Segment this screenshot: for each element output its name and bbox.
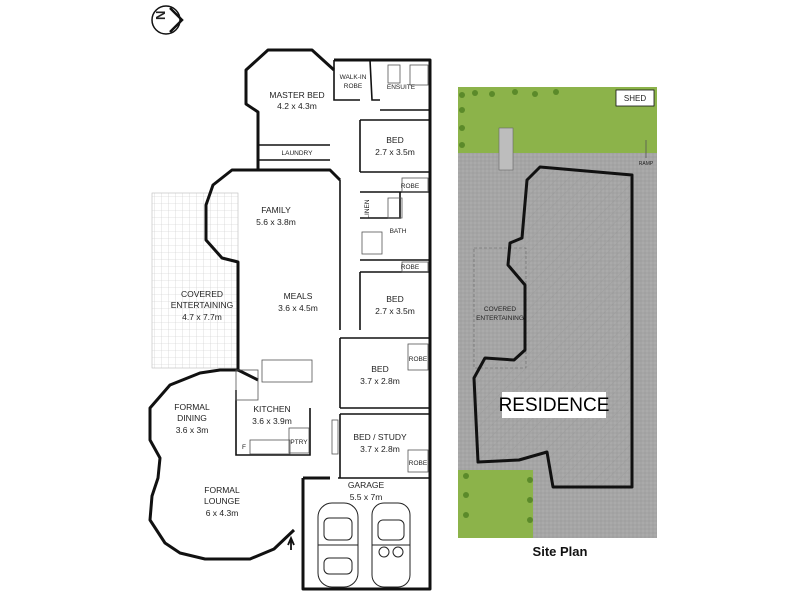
room-master-bed-name: MASTER BED — [269, 90, 324, 100]
room-robe-2-name: ROBE — [401, 264, 420, 271]
car-icon-right — [371, 502, 411, 588]
interior-walls — [235, 59, 430, 479]
room-family-name: FAMILY — [261, 205, 291, 215]
residence-label: RESIDENCE — [499, 395, 610, 416]
north-label: N — [153, 11, 168, 20]
car-icon-left — [317, 502, 359, 588]
room-bed-study-dim: 3.7 x 2.8m — [360, 444, 400, 454]
room-garage-dim: 5.5 x 7m — [350, 492, 383, 502]
site-lawn-bottom — [458, 470, 533, 538]
room-family-dim: 5.6 x 3.8m — [256, 217, 296, 227]
room-kitchen-name: KITCHEN — [253, 404, 290, 414]
room-formal-lounge-dim: 6 x 4.3m — [206, 508, 239, 518]
room-laundry-name: LAUNDRY — [282, 150, 314, 157]
room-meals-name: MEALS — [284, 291, 313, 301]
room-bed-1-name: BED — [386, 135, 403, 145]
fixtures — [235, 64, 429, 473]
room-formal-lounge-name2: LOUNGE — [204, 496, 240, 506]
site-covered-label: COVERED — [484, 306, 516, 313]
room-kitchen-dim: 3.6 x 3.9m — [252, 416, 292, 426]
room-formal-dining-name2: DINING — [177, 413, 207, 423]
north-arrow-icon: N — [151, 5, 184, 35]
room-formal-lounge-name: FORMAL — [204, 485, 240, 495]
room-formal-dining-dim: 3.6 x 3m — [176, 425, 209, 435]
room-robe-3-name: ROBE — [409, 356, 428, 363]
room-meals-dim: 3.6 x 4.5m — [278, 303, 318, 313]
room-covered-entertaining-dim: 4.7 x 7.7m — [182, 312, 222, 322]
shed-box — [615, 89, 655, 107]
ramp-label: RAMP — [639, 161, 654, 167]
floor-plan: MASTER BED 4.2 x 4.3m WALK-IN ROBE ENSUI… — [148, 48, 432, 591]
room-covered-entertaining-name: COVERED — [181, 289, 223, 299]
site-plan: SHED RAMP COVERED ENTERTAINING RESIDENCE… — [458, 87, 657, 559]
room-robe-4-name: ROBE — [409, 460, 428, 467]
site-plan-title: Site Plan — [533, 544, 588, 559]
room-bed-1-dim: 2.7 x 3.5m — [375, 147, 415, 157]
room-ensuite-name: ENSUITE — [387, 84, 416, 91]
shed-label: SHED — [624, 94, 646, 103]
room-bath-name: BATH — [390, 228, 407, 235]
room-linen-name: LINEN — [364, 199, 371, 218]
room-garage-name: GARAGE — [348, 480, 385, 490]
room-fridge-name: F — [242, 444, 246, 451]
covered-entertaining-deck — [151, 192, 239, 369]
room-bed-3-name: BED — [371, 364, 388, 374]
entry-arrow-icon — [287, 535, 295, 550]
room-covered-entertaining-name2: ENTERTAINING — [171, 300, 234, 310]
room-robe-1-name: ROBE — [401, 183, 420, 190]
room-pantry-name: PTRY — [290, 439, 308, 446]
room-walk-in-robe-name2: ROBE — [344, 83, 363, 90]
site-entertaining-label: ENTERTAINING — [476, 315, 524, 322]
room-bed-3-dim: 3.7 x 2.8m — [360, 376, 400, 386]
room-master-bed-dim: 4.2 x 4.3m — [277, 101, 317, 111]
shrub-icons — [459, 89, 559, 523]
room-bed-2-dim: 2.7 x 3.5m — [375, 306, 415, 316]
room-formal-dining-name: FORMAL — [174, 402, 210, 412]
room-bed-study-name: BED / STUDY — [353, 432, 407, 442]
room-walk-in-robe-name: WALK-IN — [340, 74, 367, 81]
room-bed-2-name: BED — [386, 294, 403, 304]
